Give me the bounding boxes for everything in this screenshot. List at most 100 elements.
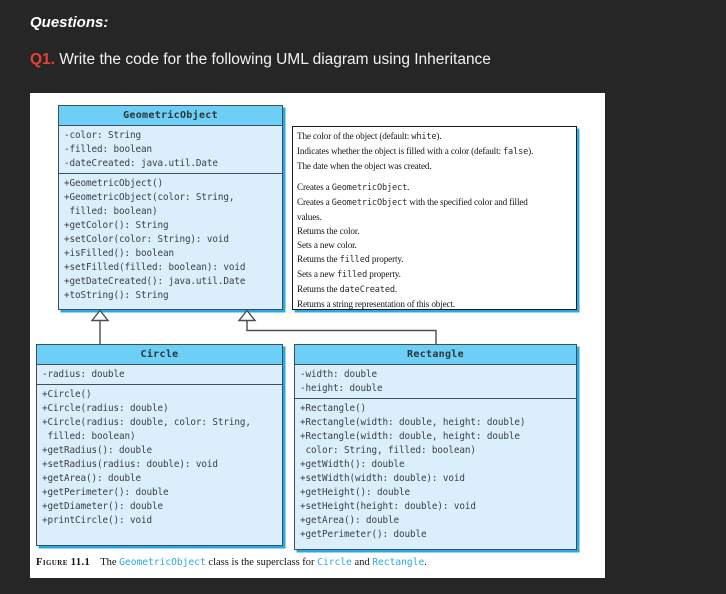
- description-line: Indicates whether the object is filled w…: [297, 144, 573, 159]
- code-text: white: [411, 132, 437, 142]
- description-line: Creates a GeometricObject with the speci…: [297, 195, 573, 210]
- text-segment: Sets a new color.: [297, 240, 357, 250]
- method-line: +getRadius(): double: [42, 445, 152, 456]
- description-line: Returns the dateCreated.: [297, 282, 573, 297]
- code-text: GeometricObject: [331, 198, 408, 208]
- method-line: +getDateCreated(): java.util.Date: [64, 276, 246, 287]
- text-segment: Creates a: [297, 197, 332, 207]
- rectangle-inheritance-line: [246, 320, 437, 344]
- question-line: Q1. Write the code for the following UML…: [30, 51, 491, 69]
- description-line: Creates a GeometricObject.: [297, 180, 573, 195]
- description-line: values.: [297, 210, 573, 224]
- text-segment: ).: [528, 146, 534, 156]
- question-text: Write the code for the following UML dia…: [54, 51, 491, 68]
- method-line: +setHeight(height: double): void: [300, 501, 476, 512]
- method-line: +getArea(): double: [42, 473, 141, 484]
- circle-arrowhead-icon: [90, 309, 110, 322]
- attribute-line: -radius: double: [42, 369, 125, 380]
- method-line: +getPerimeter(): double: [42, 487, 169, 498]
- method-line: +Circle(): [42, 389, 92, 400]
- description-spacer: [297, 173, 573, 180]
- text-segment: class is the superclass for: [205, 557, 318, 568]
- description-line: Returns the filled property.: [297, 252, 573, 267]
- method-line: +Circle(radius: double, color: String, f…: [42, 417, 251, 442]
- description-line: The color of the object (default: white)…: [297, 129, 573, 144]
- text-segment: property.: [369, 254, 404, 264]
- text-segment: Returns the: [297, 284, 340, 294]
- description-box: The color of the object (default: white)…: [292, 126, 577, 310]
- description-line: Returns the color.: [297, 224, 573, 238]
- text-segment: values.: [297, 212, 322, 222]
- method-line: +setColor(color: String): void: [64, 234, 229, 245]
- method-line: +getArea(): double: [300, 515, 399, 526]
- class-box-rectangle: Rectangle -width: double-height: double …: [294, 344, 577, 550]
- attributes-section-rectangle: -width: double -height: double: [295, 365, 576, 399]
- class-title-circle: Circle: [37, 345, 282, 365]
- code-text: filled: [339, 255, 370, 265]
- text-segment: .: [407, 182, 410, 192]
- text-segment: property.: [367, 269, 401, 279]
- attributes-section-circle: -radius: double: [37, 365, 282, 385]
- attribute-line: -dateCreated: java.util.Date: [64, 158, 218, 169]
- code-text: Rectangle: [372, 557, 425, 568]
- code-text: GeometricObject: [119, 557, 206, 568]
- attribute-line: -width: double: [300, 369, 377, 380]
- text-segment: with the specified color and filled: [407, 197, 528, 207]
- method-line: +getWidth(): double: [300, 459, 405, 470]
- method-line: +getPerimeter(): double: [300, 529, 427, 540]
- description-line: Sets a new filled property.: [297, 267, 573, 282]
- method-line: +Rectangle(width: double, height: double…: [300, 417, 526, 428]
- method-line: +getDiameter(): double: [42, 501, 163, 512]
- code-text: GeometricObject: [331, 183, 408, 193]
- methods-section-circle: +Circle() +Circle(radius: double) +Circle(…: [37, 385, 282, 530]
- method-line: +printCircle(): void: [42, 515, 152, 526]
- code-text: Circle: [317, 557, 352, 568]
- text-segment: and: [351, 557, 373, 568]
- text-segment: The: [100, 557, 120, 568]
- description-method-lines: Creates a GeometricObject.Creates a Geom…: [297, 180, 573, 309]
- attribute-line: -height: double: [300, 383, 383, 394]
- method-line: +setFilled(filled: boolean): void: [64, 262, 246, 273]
- methods-section-rectangle: +Rectangle()+Rectangle(width: double, he…: [295, 399, 576, 544]
- class-box-geometricobject: GeometricObject -color: String -filled: b…: [58, 105, 283, 310]
- description-attribute-lines: The color of the object (default: white)…: [297, 129, 573, 173]
- method-line: +isFilled(): boolean: [64, 248, 174, 259]
- question-number-label: Q1.: [30, 51, 55, 68]
- method-line: +toString(): String: [64, 290, 169, 301]
- text-segment: Indicates whether the object is filled w…: [297, 146, 504, 156]
- class-box-circle: Circle -radius: double +Circle()+Circle(…: [36, 344, 283, 546]
- method-line: +GeometricObject(): [64, 178, 163, 189]
- code-text: filled: [336, 270, 368, 280]
- method-line: +setRadius(radius: double): void: [42, 459, 218, 470]
- text-segment: Returns a string representation of this …: [297, 299, 456, 309]
- code-text: dateCreated: [339, 285, 395, 295]
- method-line: +getColor(): String: [64, 220, 169, 231]
- method-line: +Rectangle(width: double, height: double…: [300, 431, 520, 456]
- description-line: The date when the object was created.: [297, 159, 573, 173]
- methods-section-geometricobject: +GeometricObject() +GeometricObject(color…: [59, 174, 282, 305]
- description-line: Returns a string representation of this …: [297, 297, 573, 309]
- text-segment: Sets a new: [297, 269, 337, 279]
- text-segment: .: [424, 557, 427, 568]
- figure-panel: GeometricObject -color: String -filled: b…: [30, 93, 605, 578]
- figure-label: Figure 11.1: [36, 557, 91, 568]
- attributes-section-geometricobject: -color: String -filled: boolean -dateCreat…: [59, 126, 282, 174]
- text-segment: The color of the object (default:: [297, 131, 412, 141]
- attribute-line: -color: String: [64, 130, 141, 141]
- text-segment: Returns the: [297, 254, 340, 264]
- method-line: +setWidth(width: double): void: [300, 473, 465, 484]
- description-line: Sets a new color.: [297, 238, 573, 252]
- text-segment: Creates a: [297, 182, 332, 192]
- class-title-geometricobject: GeometricObject: [59, 106, 282, 126]
- text-segment: The date when the object was created.: [297, 161, 432, 171]
- questions-heading: Questions:: [30, 14, 109, 31]
- method-line: +Circle(radius: double): [42, 403, 169, 414]
- figure-caption: Figure 11.1 The GeometricObject class is …: [36, 557, 601, 568]
- rectangle-arrowhead-icon: [237, 309, 257, 322]
- class-title-rectangle: Rectangle: [295, 345, 576, 365]
- text-segment: ).: [436, 131, 442, 141]
- attribute-line: -filled: boolean: [64, 144, 152, 155]
- code-text: false: [503, 147, 529, 157]
- method-line: +GeometricObject(color: String, filled: …: [64, 192, 235, 217]
